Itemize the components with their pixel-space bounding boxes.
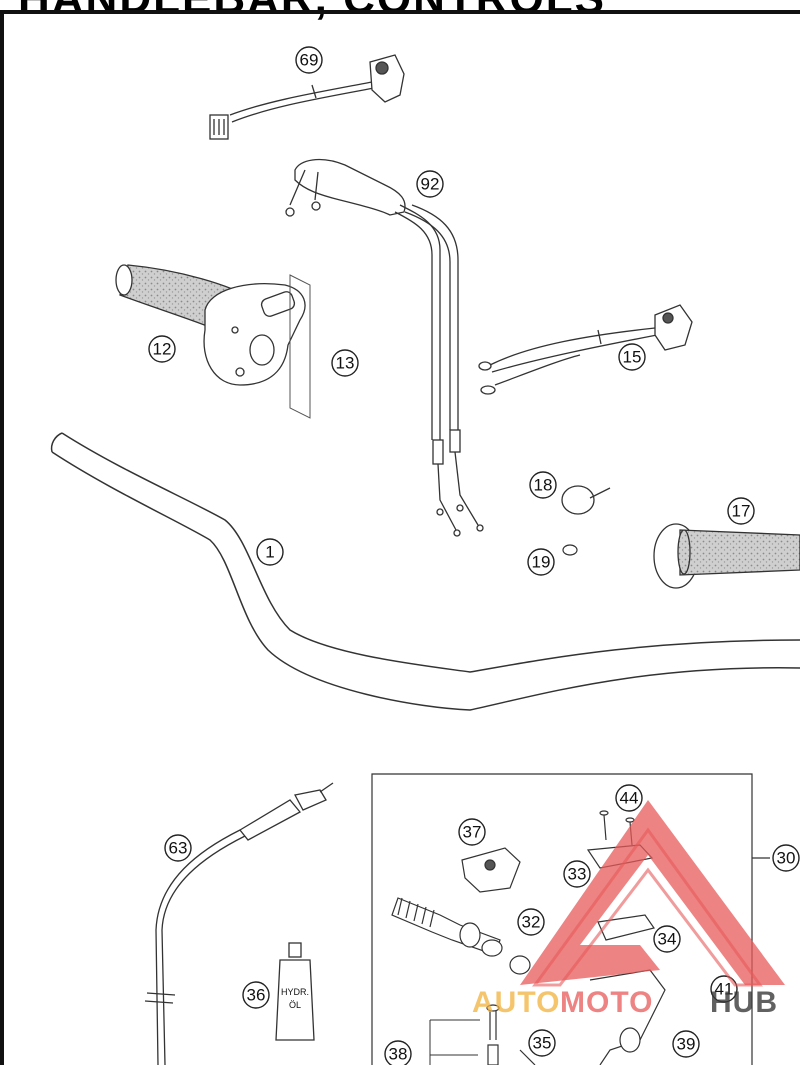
callout-34: 34 [653, 925, 681, 953]
throttle-housing [203, 274, 311, 419]
callout-12: 12 [148, 335, 176, 363]
svg-text:69: 69 [300, 51, 319, 70]
watermark-triangle-inner [532, 827, 763, 987]
svg-text:12: 12 [153, 340, 172, 359]
bottle-label-line1: HYDR. [281, 987, 309, 997]
callout-92: 92 [416, 170, 444, 198]
watermark-text-hub: HUB [710, 986, 778, 1019]
svg-text:34: 34 [658, 930, 677, 949]
callout-15: 15 [618, 343, 646, 371]
svg-text:39: 39 [677, 1035, 696, 1054]
callout-63: 63 [164, 834, 192, 862]
diagram-frame [0, 10, 800, 1065]
callout-41: 41 [710, 975, 738, 1003]
callout-19: 19 [527, 548, 555, 576]
watermark-text-auto: AUTO [472, 986, 560, 1019]
callout-44: 44 [615, 784, 643, 812]
throttle-cables [285, 158, 484, 537]
callout-32: 32 [517, 908, 545, 936]
callout-17: 17 [727, 497, 755, 525]
svg-text:13: 13 [336, 354, 355, 373]
callout-18: 18 [529, 471, 557, 499]
callout-30: 30 [772, 844, 800, 872]
svg-text:36: 36 [247, 986, 266, 1005]
svg-text:32: 32 [522, 913, 541, 932]
watermark-triangle-logo [520, 800, 785, 985]
callout-36: 36 [242, 981, 270, 1009]
watermark-text-moto: MOTO [560, 986, 653, 1019]
callout-13: 13 [331, 349, 359, 377]
svg-text:37: 37 [463, 823, 482, 842]
bottle-label-line2: ÖL [289, 1000, 301, 1010]
svg-text:41: 41 [715, 980, 734, 999]
svg-text:35: 35 [533, 1034, 552, 1053]
hydraulic-oil-bottle: HYDR. ÖL [275, 942, 315, 1041]
callout-37: 37 [458, 818, 486, 846]
callout-35: 35 [528, 1029, 556, 1057]
clutch-hose [144, 782, 334, 1065]
svg-text:18: 18 [534, 476, 553, 495]
svg-text:19: 19 [532, 553, 551, 572]
svg-text:38: 38 [389, 1045, 408, 1064]
svg-text:92: 92 [421, 175, 440, 194]
nut [562, 544, 578, 556]
callout-69: 69 [295, 46, 323, 74]
cable-tie [561, 485, 611, 515]
callout-33: 33 [563, 860, 591, 888]
svg-text:17: 17 [732, 502, 751, 521]
clutch-cylinder-parts [391, 810, 666, 1065]
svg-text:15: 15 [623, 348, 642, 367]
callout-38: 38 [384, 1040, 412, 1065]
callout-39: 39 [672, 1030, 700, 1058]
kill-switch-assembly [209, 54, 405, 140]
callout-1: 1 [256, 538, 284, 566]
svg-text:1: 1 [265, 543, 274, 562]
automotohub-watermark: AUTO MOTO HUB [472, 800, 785, 1019]
svg-text:33: 33 [568, 865, 587, 884]
left-grip [653, 523, 800, 589]
svg-text:63: 63 [169, 839, 188, 858]
handlebar [50, 432, 800, 711]
svg-text:30: 30 [777, 849, 796, 868]
svg-text:44: 44 [620, 789, 639, 808]
hot-start-cable [478, 304, 693, 395]
clutch-master-cylinder-box [371, 773, 770, 1065]
